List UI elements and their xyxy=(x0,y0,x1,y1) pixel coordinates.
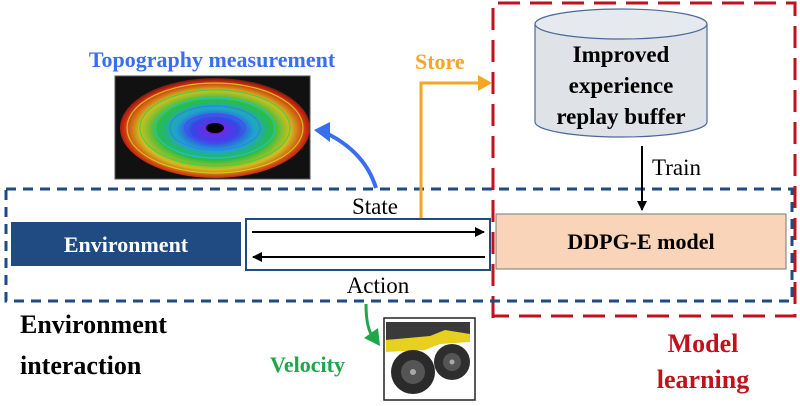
topography-label: Topography measurement xyxy=(89,47,336,72)
robot-image xyxy=(383,317,476,401)
velocity-label: Velocity xyxy=(270,352,345,377)
store-arrow xyxy=(419,75,492,218)
environment-box xyxy=(11,222,241,266)
environment-label: Environment xyxy=(64,232,189,257)
buffer-label-line2: experience xyxy=(569,73,674,98)
ddpg-model-box xyxy=(495,213,787,270)
state-label: State xyxy=(352,194,398,219)
velocity-arrow xyxy=(364,303,380,346)
buffer-label-line1: Improved xyxy=(573,42,670,67)
experience-replay-buffer xyxy=(534,8,708,138)
topography-image xyxy=(114,75,311,180)
environment-interaction-label-line1: Environment xyxy=(20,310,167,339)
state-action-box xyxy=(245,218,491,271)
buffer-label-line3: replay buffer xyxy=(556,104,685,129)
topography-arrow xyxy=(314,122,378,189)
environment-interaction-boundary xyxy=(4,187,794,303)
model-learning-label-line2: learning xyxy=(657,365,749,394)
train-label: Train xyxy=(652,155,701,180)
model-learning-boundary xyxy=(491,1,797,318)
ddpg-model-label: DDPG-E model xyxy=(567,229,714,254)
model-learning-label-line1: Model xyxy=(668,329,739,358)
store-label: Store xyxy=(415,49,465,74)
action-label: Action xyxy=(347,273,410,298)
environment-interaction-label-line2: interaction xyxy=(20,351,142,380)
